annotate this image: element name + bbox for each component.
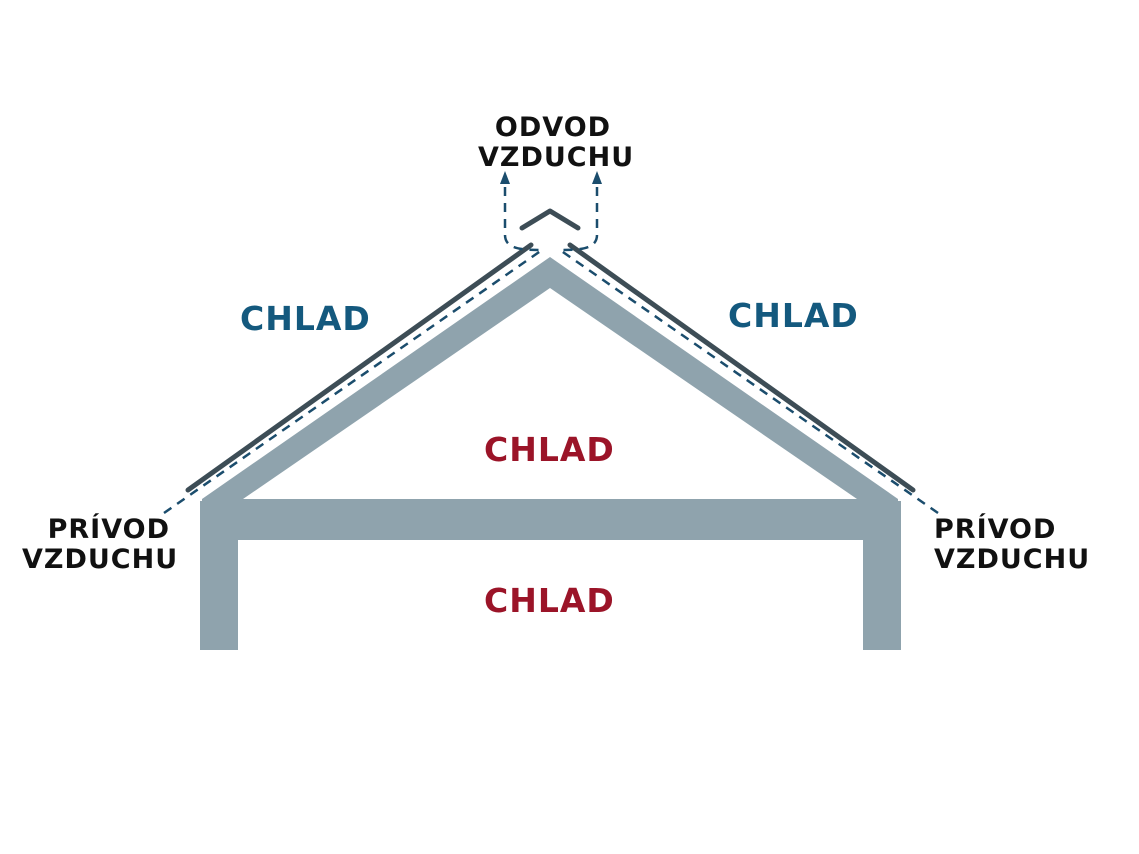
air-intake-right-line-1: PRÍVOD [934, 514, 1057, 545]
airflow-arrow-right-icon [592, 171, 602, 184]
cold-attic-label: CHLAD [484, 430, 615, 469]
roof-cover-right [567, 242, 916, 493]
air-outlet-label: ODVOD VZDUCHU [478, 112, 635, 174]
roof-cover-left [185, 242, 534, 493]
cold-outside-left-label: CHLAD [240, 299, 371, 338]
airflow-left [163, 183, 546, 515]
ridge-cap [519, 208, 581, 231]
air-intake-right-label: PRÍVOD VZDUCHU [934, 516, 1094, 576]
left-wall [200, 501, 238, 650]
cold-room-label: CHLAD [484, 581, 615, 620]
airflow-right [556, 183, 939, 515]
air-intake-left-line-1: PRÍVOD [47, 514, 170, 545]
air-outlet-label-line-1: ODVOD [494, 112, 612, 143]
airflow-arrow-left-icon [500, 171, 510, 184]
air-intake-left-line-2: VZDUCHU [22, 544, 179, 575]
air-outlet-label-line-2: VZDUCHU [478, 142, 635, 173]
ceiling-beam [200, 501, 901, 540]
right-wall [863, 501, 901, 650]
air-intake-left-label: PRÍVOD VZDUCHU [22, 514, 179, 576]
cold-outside-right-label: CHLAD [728, 296, 859, 335]
air-intake-right-line-2: VZDUCHU [934, 544, 1091, 575]
